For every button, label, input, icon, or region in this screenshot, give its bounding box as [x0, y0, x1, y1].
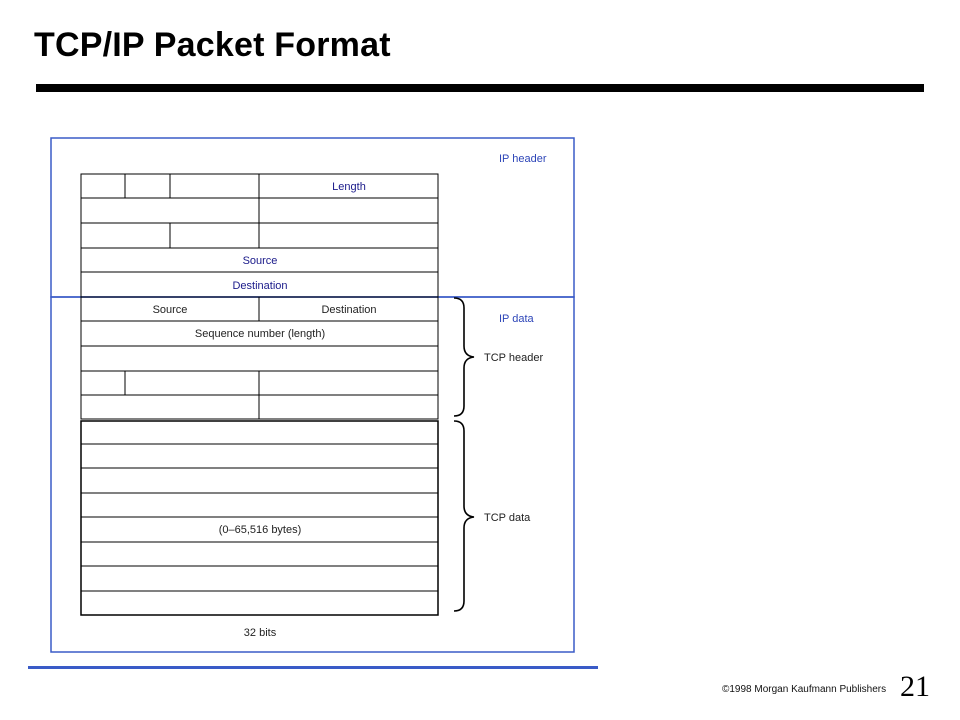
tcp-header-grid	[80, 296, 439, 420]
tcp-data-block	[80, 420, 439, 616]
ip-header-box	[50, 137, 575, 298]
page-number: 21	[900, 670, 930, 703]
title-divider	[36, 84, 924, 92]
tcp-header-brace	[453, 297, 475, 417]
sequence-number-label: Sequence number (length)	[195, 328, 325, 340]
tcp-data-brace	[453, 420, 475, 612]
footer-divider	[28, 666, 598, 669]
data-size-label: (0–65,516 bytes)	[219, 524, 302, 536]
ip-source-label: Source	[243, 255, 278, 267]
length-label: Length	[332, 181, 366, 193]
ip-header-label: IP header	[499, 153, 547, 165]
ip-data-label: IP data	[499, 313, 535, 325]
tcp-data-grid	[80, 420, 439, 616]
tcp-row-3	[80, 345, 439, 372]
ip-header-grid	[80, 173, 439, 298]
copyright-notice: ©1998 Morgan Kaufmann Publishers	[722, 684, 887, 695]
width-label: 32 bits	[244, 627, 277, 639]
tcp-source-label: Source	[153, 304, 188, 316]
ip-data-box	[50, 296, 575, 653]
ip-destination-label: Destination	[232, 280, 287, 292]
slide-title: TCP/IP Packet Format	[34, 26, 391, 64]
tcp-header-label: TCP header	[484, 352, 543, 364]
tcp-data-label: TCP data	[484, 512, 531, 524]
tcp-destination-label: Destination	[321, 304, 376, 316]
